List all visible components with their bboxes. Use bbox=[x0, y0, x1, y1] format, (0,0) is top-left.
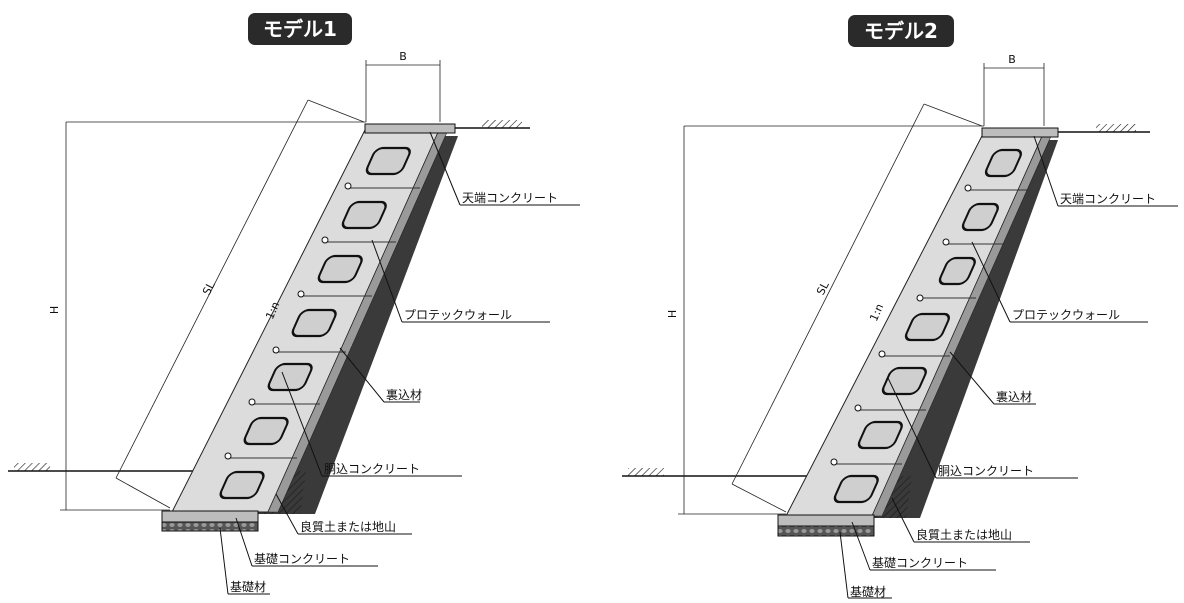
model-2-dim-sl: SL bbox=[814, 279, 832, 297]
model-1-panel-divisions bbox=[226, 187, 420, 459]
model-1-dim-h: H bbox=[48, 306, 61, 314]
model-1-label-protec-wall: プロテックウォール bbox=[404, 308, 512, 322]
model-2-label-foundation-concrete: 基礎コンクリート bbox=[872, 556, 968, 570]
model-1-label-filled-concrete: 胴込コンクリート bbox=[324, 462, 420, 476]
model-2-foundation-concrete bbox=[777, 514, 875, 527]
model-1-joint-dots bbox=[224, 182, 352, 460]
model-2-label-foundation-material: 基礎材 bbox=[850, 585, 886, 599]
model-2-label-protec-wall: プロテックウォール bbox=[1012, 308, 1120, 322]
model-2-foundation-material bbox=[777, 525, 875, 537]
model-2-joint-dots bbox=[830, 184, 972, 466]
model-2-crest-concrete bbox=[981, 127, 1059, 138]
model-1: モデル1 bbox=[8, 13, 580, 595]
model-2-label-good-soil: 良質土または地山 bbox=[916, 527, 1012, 542]
model-2-label-backfill: 裏込材 bbox=[996, 389, 1032, 404]
model-2-ground-top-hatch bbox=[1096, 124, 1136, 132]
model-1-ground-top-hatch bbox=[482, 120, 522, 128]
model-2-label-crest-concrete: 天端コンクリート bbox=[1060, 192, 1156, 206]
model-1-ground-bottom-hatch bbox=[14, 463, 50, 471]
model-2-title: モデル2 bbox=[864, 19, 938, 43]
model-2-label-filled-concrete: 胴込コンクリート bbox=[938, 464, 1034, 478]
model-2: モデル2 bbox=[622, 15, 1178, 599]
model-1-label-foundation-concrete: 基礎コンクリート bbox=[254, 552, 350, 566]
model-2-labels: 天端コンクリート プロテックウォール 裏込材 胴込コンクリート 良質土または地山… bbox=[839, 135, 1178, 599]
model-2-dim-b: B bbox=[1008, 53, 1016, 66]
model-2-panel-openings bbox=[833, 148, 1022, 504]
model-1-foundation-material bbox=[161, 521, 259, 532]
model-1-label-crest-concrete: 天端コンクリート bbox=[462, 191, 558, 205]
model-1-panel-openings bbox=[219, 146, 411, 500]
model-1-title-badge: モデル1 bbox=[248, 13, 352, 45]
model-2-ground-bottom-hatch bbox=[628, 468, 664, 476]
model-2-slope: 1:n bbox=[867, 302, 886, 323]
model-1-label-backfill: 裏込材 bbox=[386, 387, 422, 402]
model-1-labels: 天端コンクリート プロテックウォール 裏込材 胴込コンクリート 良質土または地山… bbox=[219, 131, 580, 595]
model-1-label-foundation-material: 基礎材 bbox=[230, 580, 266, 594]
model-1-title: モデル1 bbox=[263, 17, 337, 41]
model-2-panel-divisions bbox=[832, 189, 1028, 465]
model-1-label-good-soil: 良質土または地山 bbox=[300, 519, 396, 534]
model-1-foundation-concrete bbox=[161, 510, 259, 523]
model-2-title-badge: モデル2 bbox=[848, 15, 954, 47]
model-1-crest-concrete bbox=[364, 123, 456, 134]
model-1-dim-sl: SL bbox=[200, 279, 218, 297]
model-1-dim-b: B bbox=[399, 50, 407, 63]
model-2-dim-h: H bbox=[666, 310, 679, 318]
